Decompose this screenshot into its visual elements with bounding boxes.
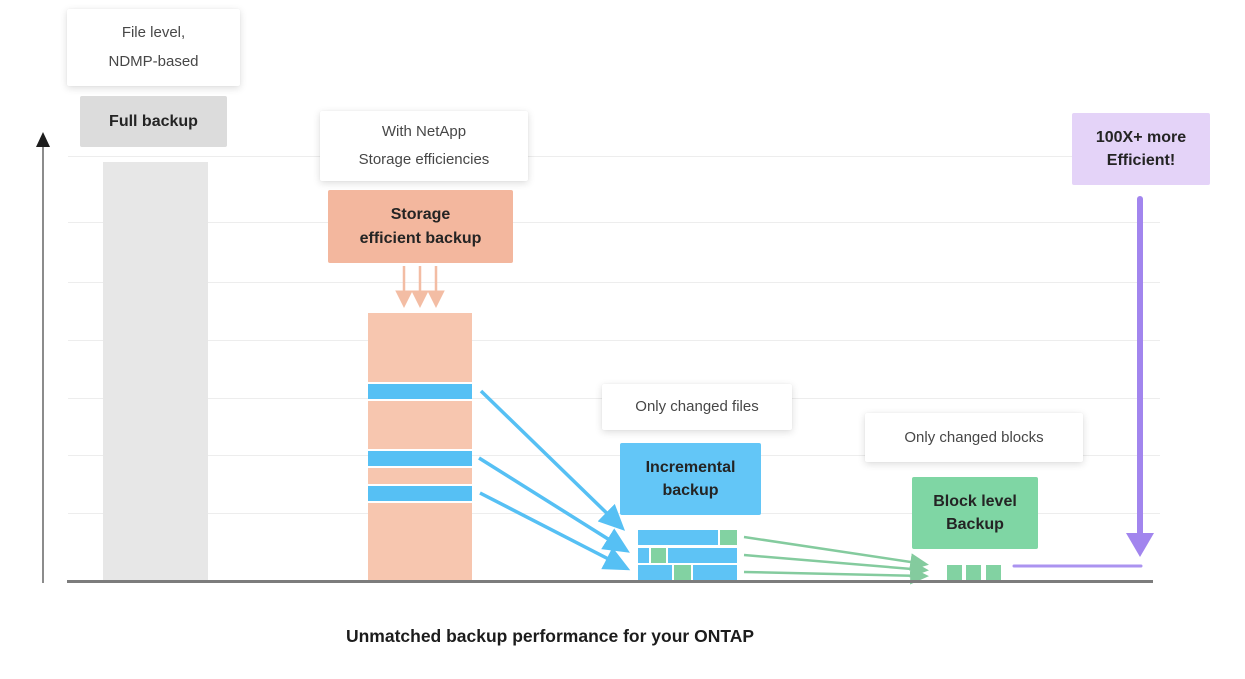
only-changed-blocks-label: Only changed blocks <box>904 428 1044 446</box>
efficiency-line2: Efficient! <box>1106 152 1176 169</box>
incremental-row-blue <box>638 530 718 545</box>
file-level-line1: File level, <box>121 24 186 41</box>
with-netapp-card: With NetApp Storage efficiencies <box>320 111 528 181</box>
storage-bar-segment <box>368 401 472 449</box>
full-backup-label: Full backup <box>80 96 227 147</box>
changed-file-stripe <box>368 451 472 466</box>
storage-bar-segment <box>368 468 472 484</box>
y-axis <box>36 132 50 583</box>
incremental-row-blue <box>693 565 737 580</box>
file-level-line2: NDMP-based <box>108 52 199 70</box>
incremental-row-blue <box>638 565 672 580</box>
file-level-card: File level, NDMP-based <box>67 9 240 86</box>
salmon-down-arrows <box>395 266 445 308</box>
block-level-line1: Block level <box>933 492 1017 510</box>
gridline <box>68 282 1160 283</box>
incremental-row-blue <box>668 548 737 563</box>
incremental-row-blue <box>638 548 649 563</box>
diagram-title: Unmatched backup performance for your ON… <box>345 626 755 646</box>
incremental-backup-label: Incremental backup <box>620 443 761 515</box>
gridline <box>68 340 1160 341</box>
gridline <box>68 222 1160 223</box>
storage-bar-segment <box>368 503 472 581</box>
storage-efficient-label: Storage efficient backup <box>328 190 513 263</box>
incremental-row-green <box>674 565 691 580</box>
block-level-block <box>947 565 962 580</box>
only-changed-files-card: Only changed files <box>602 384 792 430</box>
with-netapp-line1: With NetApp <box>381 122 467 140</box>
incremental-row-green <box>720 530 737 545</box>
full-backup-text: Full backup <box>109 112 198 130</box>
full-backup-bar <box>103 162 208 581</box>
storage-bar-segment <box>368 313 472 382</box>
baseline-axis <box>67 580 1153 583</box>
changed-file-stripe <box>368 486 472 501</box>
changed-file-stripe <box>368 384 472 399</box>
incremental-line2: backup <box>662 482 719 499</box>
efficiency-callout: 100X+ more Efficient! <box>1072 113 1210 185</box>
block-level-block <box>966 565 981 580</box>
incremental-line1: Incremental <box>645 458 736 476</box>
gridline <box>68 156 1160 157</box>
with-netapp-line2: Storage efficiencies <box>358 151 490 168</box>
storage-efficient-line1: Storage <box>390 206 451 224</box>
storage-efficient-line2: efficient backup <box>359 229 482 247</box>
block-level-line2: Backup <box>946 516 1004 533</box>
only-changed-blocks-card: Only changed blocks <box>865 413 1083 462</box>
efficiency-line1: 100X+ more <box>1095 128 1187 146</box>
only-changed-files-label: Only changed files <box>635 398 759 415</box>
changed-blocks-arrows <box>743 535 929 585</box>
block-level-block <box>986 565 1001 580</box>
incremental-row-green <box>651 548 666 563</box>
block-level-label: Block level Backup <box>912 477 1038 549</box>
